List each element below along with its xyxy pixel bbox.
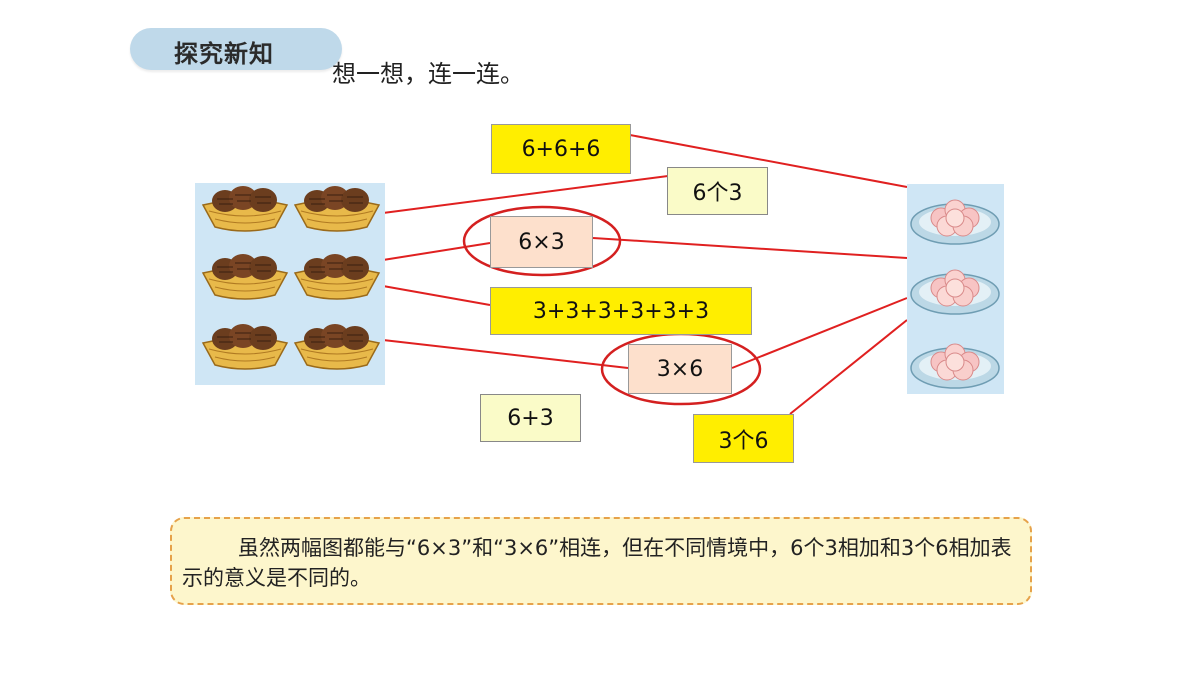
- expr-3-groups-of-6[interactable]: 3个6: [693, 414, 794, 463]
- circle-6x3: [462, 205, 622, 277]
- expr-6-groups-of-3[interactable]: 6个3: [667, 167, 768, 215]
- pinecone-baskets-image: [195, 183, 385, 385]
- line-3sum-to-pinecones: [382, 285, 491, 306]
- expr-6-plus-3[interactable]: 6+3: [480, 394, 581, 442]
- expr-6-times-3[interactable]: 6×3: [490, 216, 593, 268]
- line-3ge6-to-peaches: [789, 319, 908, 415]
- expr-3-plus-six-times[interactable]: 3+3+3+3+3+3: [490, 287, 752, 335]
- section-title: 探究新知: [174, 40, 274, 68]
- explanation-note: 虽然两幅图都能与“6×3”和“3×6”相连，但在不同情境中，6个3相加和3个6相…: [170, 517, 1032, 605]
- section-header-pill: 探究新知: [130, 28, 342, 70]
- line-3x6-to-peaches: [731, 297, 908, 369]
- peach-plates-icon: [910, 199, 1000, 389]
- explanation-text: 虽然两幅图都能与“6×3”和“3×6”相连，但在不同情境中，6个3相加和3个6相…: [182, 536, 1012, 590]
- peach-plates-image: [907, 184, 1004, 394]
- expr-3-times-6[interactable]: 3×6: [628, 344, 732, 394]
- line-6x3-to-pinecones: [382, 242, 491, 261]
- line-6ge3-to-pinecones: [382, 175, 669, 214]
- instruction-text: 想一想，连一连。: [332, 60, 524, 88]
- pinecone-baskets-icon: [202, 185, 380, 370]
- expr-6-plus-6-plus-6[interactable]: 6+6+6: [491, 124, 631, 174]
- line-6-6-6-to-peaches: [629, 134, 908, 188]
- line-6x3-to-peaches: [592, 237, 908, 259]
- line-3x6-to-pinecones: [382, 339, 629, 369]
